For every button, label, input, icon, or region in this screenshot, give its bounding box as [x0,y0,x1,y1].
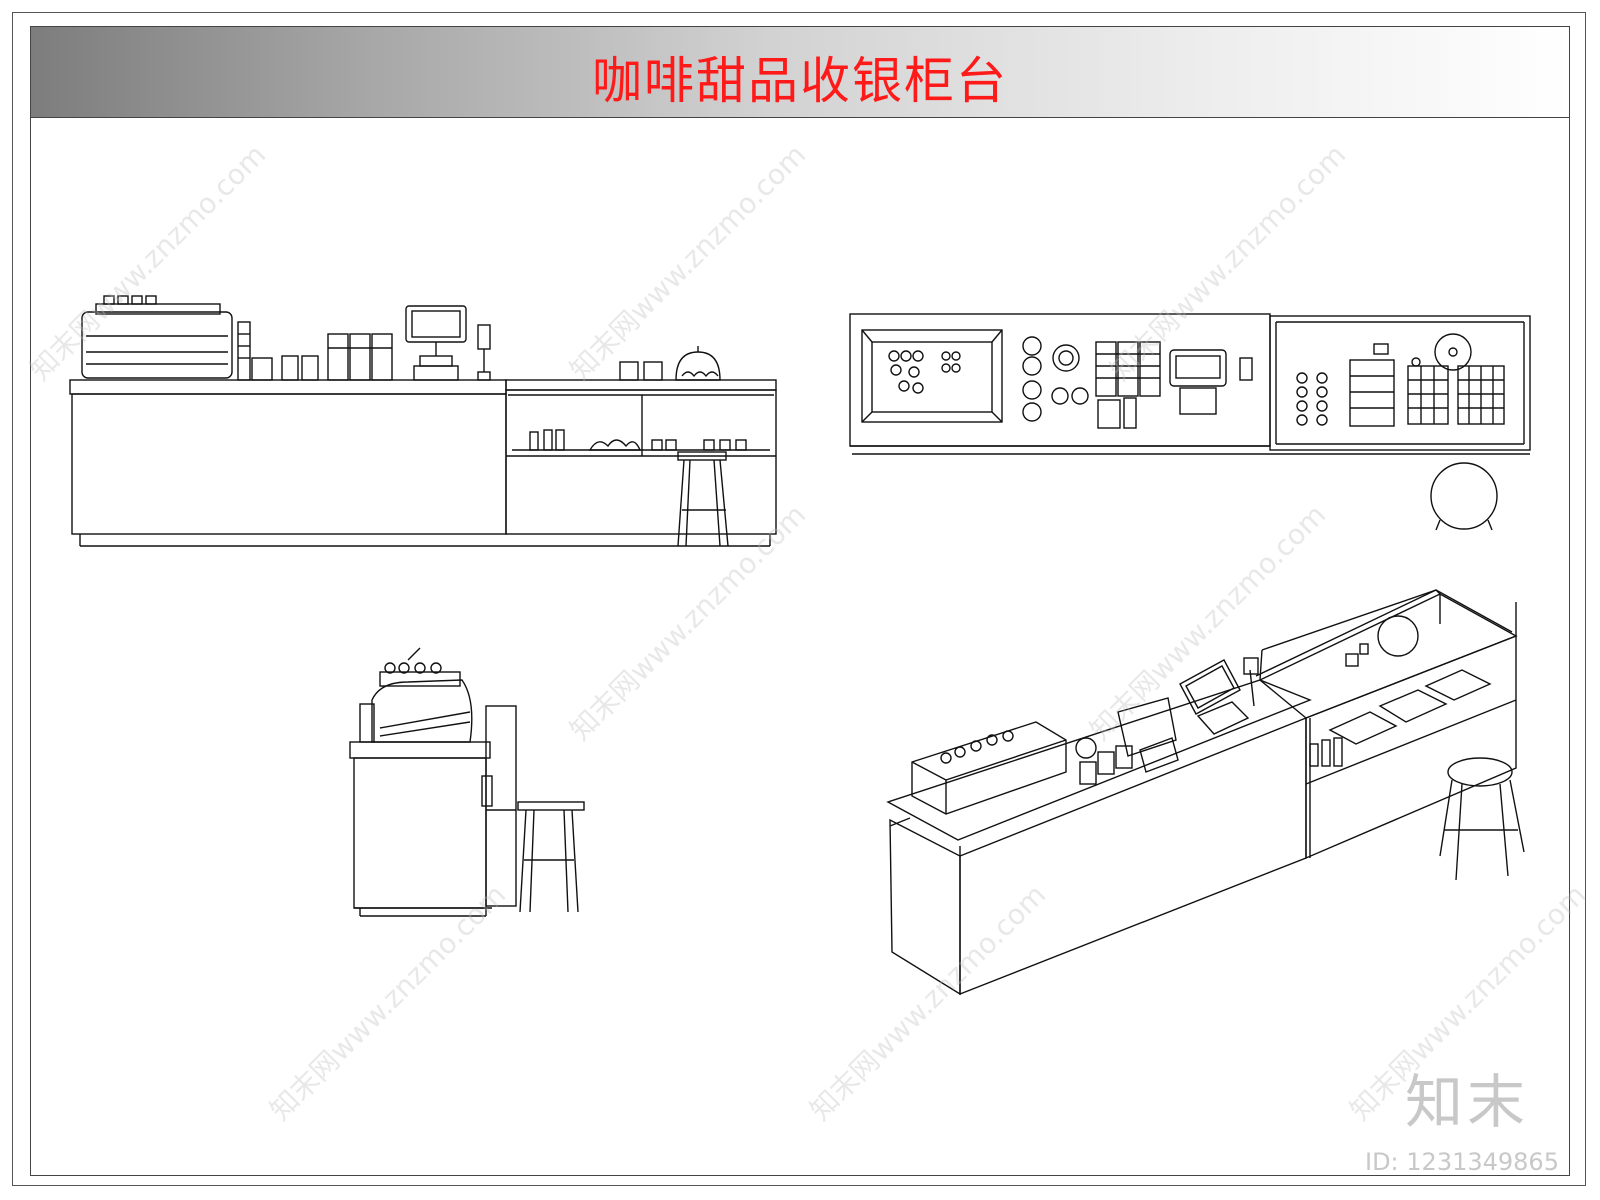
plan-view [849,313,1531,531]
inner-border [30,26,1570,1176]
outer-border [12,12,1586,1186]
image-id-label: ID: 1231349865 [1365,1148,1559,1176]
side-elevation [349,647,585,917]
brand-logo-text: 知末 [1405,1068,1530,1136]
title-bar: 咖啡甜品收银柜台 [31,27,1569,118]
isometric-view [886,589,1525,996]
front-elevation [69,295,777,547]
drawing-title: 咖啡甜品收银柜台 [592,52,1008,110]
